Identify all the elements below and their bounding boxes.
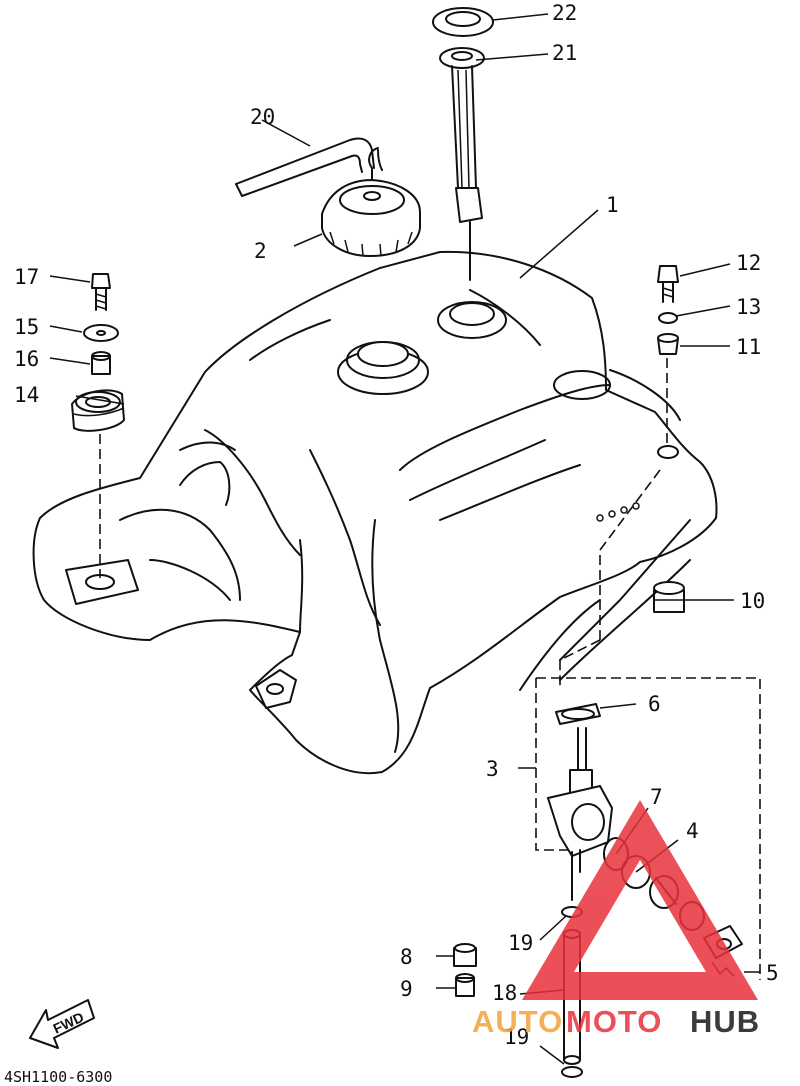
fuel-gauge bbox=[432, 7, 494, 281]
leader-lines bbox=[49, 13, 760, 1065]
callout-16: 16 bbox=[14, 347, 39, 371]
callout-19-lower: 19 bbox=[504, 1025, 529, 1049]
part-code: 4SH1100-6300 bbox=[4, 1068, 112, 1086]
callout-15: 15 bbox=[14, 315, 39, 339]
callout-3: 3 bbox=[486, 757, 499, 781]
callout-7: 7 bbox=[650, 785, 663, 809]
watermark-text-hub: HUB bbox=[690, 1004, 760, 1039]
watermark: AUTO MOTO HUB bbox=[472, 800, 760, 1039]
callout-5: 5 bbox=[766, 961, 779, 985]
callout-labels: 1 2 3 4 5 6 7 8 9 10 11 12 13 14 15 16 1… bbox=[14, 1, 779, 1049]
callout-6: 6 bbox=[648, 692, 661, 716]
callout-2: 2 bbox=[254, 239, 267, 263]
callout-1: 1 bbox=[606, 193, 619, 217]
watermark-text-moto: MOTO bbox=[566, 1004, 662, 1039]
fwd-label: FWD bbox=[51, 1009, 87, 1037]
callout-21: 21 bbox=[552, 41, 577, 65]
callout-13: 13 bbox=[736, 295, 761, 319]
left-mount-parts bbox=[70, 273, 126, 578]
callout-11: 11 bbox=[736, 335, 761, 359]
fuel-tank bbox=[32, 250, 718, 775]
fwd-arrow: FWD bbox=[29, 999, 95, 1049]
callout-8: 8 bbox=[400, 945, 413, 969]
callout-4: 4 bbox=[686, 819, 699, 843]
callout-22: 22 bbox=[552, 1, 577, 25]
callout-20: 20 bbox=[250, 105, 275, 129]
breather-hose bbox=[235, 137, 383, 197]
callout-12: 12 bbox=[736, 251, 761, 275]
callout-14: 14 bbox=[14, 383, 39, 407]
callout-17: 17 bbox=[14, 265, 39, 289]
callout-9: 9 bbox=[400, 977, 413, 1001]
watermark-text-auto: AUTO bbox=[472, 1004, 563, 1039]
watermark-triangle-logo bbox=[522, 800, 758, 1000]
callout-10: 10 bbox=[740, 589, 765, 613]
fuel-cap bbox=[321, 147, 421, 257]
callout-18: 18 bbox=[492, 981, 517, 1005]
right-mount-parts bbox=[599, 265, 685, 640]
callout-19-upper: 19 bbox=[508, 931, 533, 955]
